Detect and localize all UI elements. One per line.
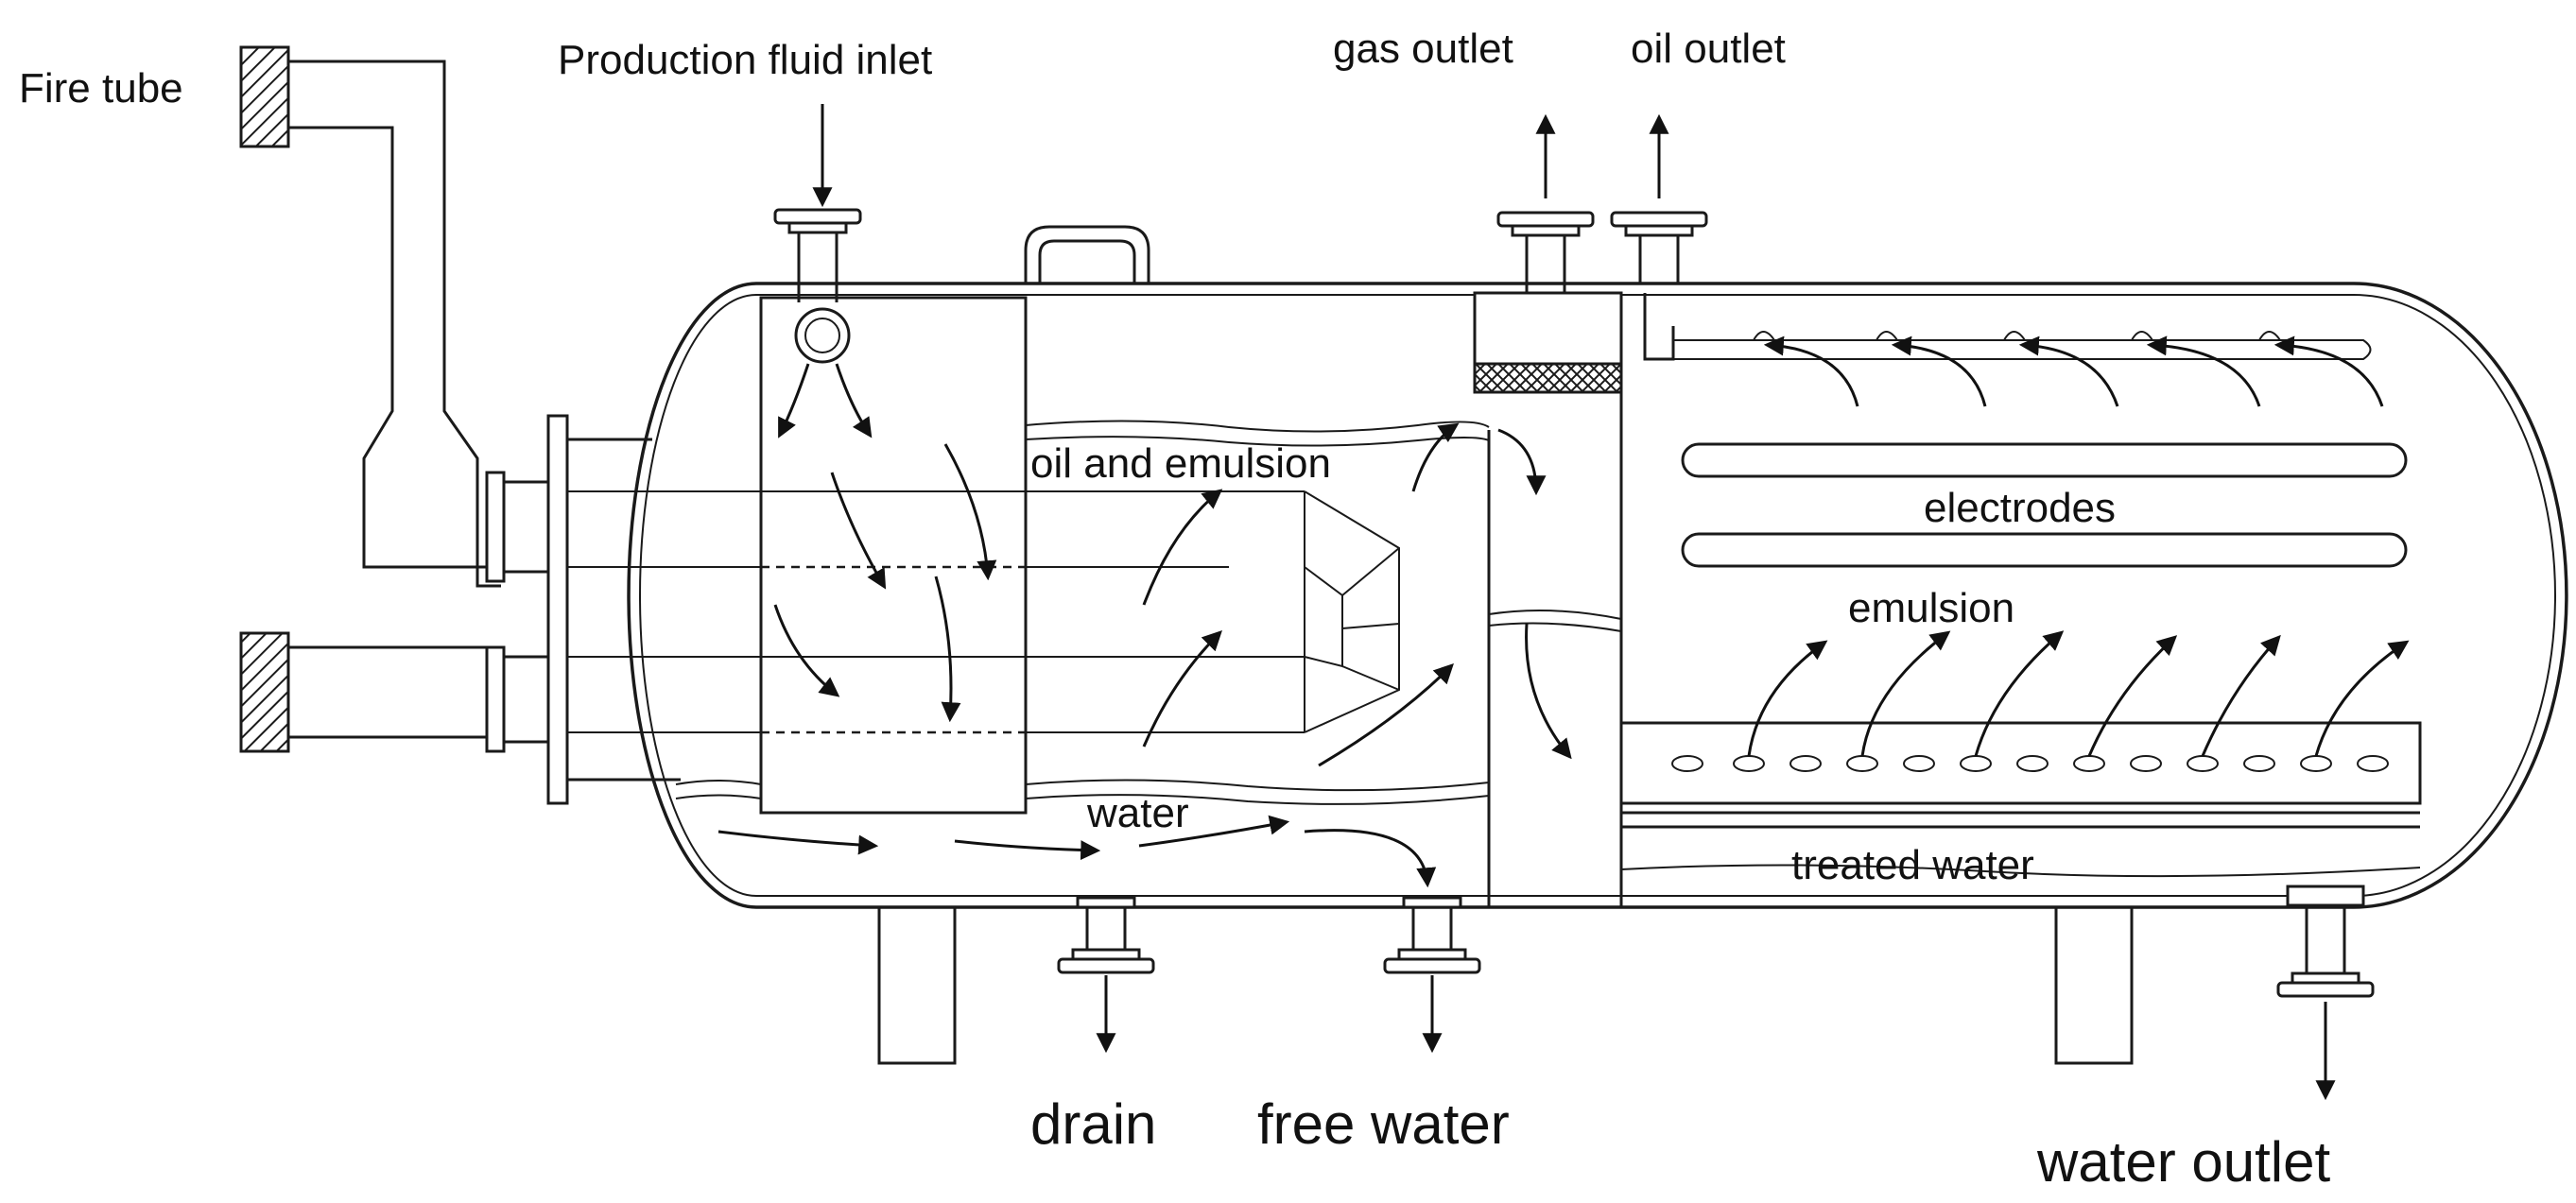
drain-nozzle bbox=[1057, 896, 1155, 974]
fire-tube-bundle bbox=[567, 490, 1400, 734]
oil-outlet-nozzle bbox=[1610, 211, 2372, 361]
fire-tube-assembly bbox=[239, 45, 681, 805]
free-water-nozzle bbox=[1383, 896, 1481, 974]
production-fluid-inlet-nozzle bbox=[773, 208, 862, 364]
label-production-fluid-inlet: Production fluid inlet bbox=[558, 37, 932, 83]
electrode-lower bbox=[1681, 532, 2408, 568]
label-oil-outlet: oil outlet bbox=[1631, 26, 1786, 72]
inlet-baffle bbox=[759, 296, 1028, 815]
distributor-holes bbox=[1671, 755, 2389, 772]
lower-burner-hatch bbox=[239, 631, 290, 753]
label-emulsion: emulsion bbox=[1848, 585, 2014, 631]
label-gas-outlet: gas outlet bbox=[1333, 26, 1513, 72]
label-water-outlet: water outlet bbox=[2036, 1130, 2330, 1194]
gas-outlet-nozzle bbox=[1496, 211, 1595, 293]
vessel-supports bbox=[877, 907, 2134, 1065]
water-outlet-nozzle bbox=[2276, 885, 2375, 998]
label-treated-water: treated water bbox=[1791, 842, 2034, 888]
electrode-section bbox=[1620, 442, 2422, 878]
electrode-upper bbox=[1681, 442, 2408, 478]
internal-flow-arrows bbox=[717, 335, 2410, 888]
label-free-water: free water bbox=[1257, 1092, 1510, 1156]
external-flow-arrows bbox=[812, 104, 2336, 1101]
label-drain: drain bbox=[1030, 1092, 1156, 1156]
label-electrodes: electrodes bbox=[1924, 485, 2116, 531]
lifting-lug bbox=[1024, 225, 1150, 284]
upper-burner-hatch bbox=[239, 45, 290, 148]
middle-partition bbox=[1473, 291, 1623, 907]
label-fire-tube: Fire tube bbox=[19, 65, 183, 112]
label-oil-and-emulsion: oil and emulsion bbox=[1030, 440, 1331, 487]
mist-extractor bbox=[1473, 362, 1623, 394]
label-water: water bbox=[1086, 790, 1189, 836]
